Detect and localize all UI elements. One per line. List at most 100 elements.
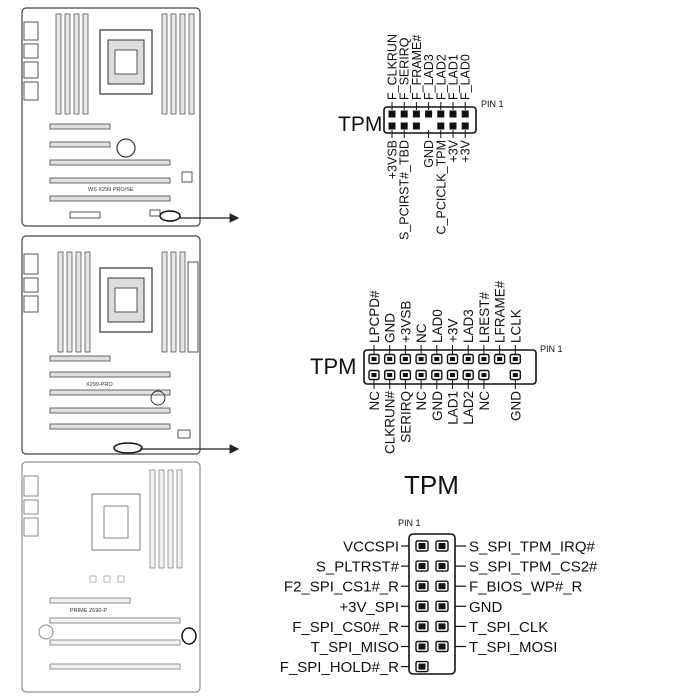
diagram-2-top-label: LPCPD#: [367, 290, 382, 343]
diagram-1-top-label: F_SERIRQ: [398, 37, 412, 100]
pin-core: [434, 357, 440, 361]
diagram-2-top-label: LFRAME#: [493, 280, 508, 343]
diagram-3-left-label: F_SPI_HOLD#_R: [280, 659, 399, 676]
diagram-3-left-label: T_SPI_MISO: [311, 639, 399, 656]
pin: [412, 122, 420, 130]
diagram-1-top-label: F_CLKRUN: [386, 34, 400, 100]
diagram-2-bottom-label: LAD2: [461, 391, 476, 425]
diagram-1-bottom-label: C_PCICLK_TPM: [434, 140, 448, 234]
pin-core: [418, 643, 426, 650]
pin-core: [418, 583, 426, 590]
diagram-1-bottom-label: +3VSB: [386, 140, 400, 179]
diagram-2-top-label: +3V: [446, 319, 461, 343]
diagram-3-left-label: S_PLTRST#: [316, 559, 400, 576]
diagram-1-top-label: F_LAD1: [447, 54, 461, 100]
diagram-3-left-label: F2_SPI_CS1#_R: [284, 579, 399, 596]
diagram-3-right-label: T_SPI_MOSI: [469, 639, 557, 656]
pin-core: [418, 663, 426, 670]
pin-core: [371, 373, 377, 377]
pin: [461, 110, 469, 118]
pin-core: [497, 357, 503, 361]
pin-core: [481, 357, 487, 361]
pin-core: [512, 357, 518, 361]
diagram-1-bottom-label: +3V: [459, 139, 473, 162]
pin-core: [450, 357, 455, 361]
pin-core: [371, 357, 377, 361]
pin-core: [450, 373, 455, 377]
board-1-model-label: WS X299 PRO/SE: [88, 187, 134, 193]
pin: [449, 122, 457, 130]
diagram-1-top-label: F_LAD0: [459, 54, 473, 100]
diagram-2-top-label: LCLK: [508, 309, 523, 343]
diagram-3-left-label: VCCSPI: [343, 539, 399, 556]
diagram-3-title: TPM: [404, 470, 459, 500]
pin-core: [438, 643, 446, 650]
diagram-3-right-label: GND: [469, 599, 503, 616]
pin-core: [418, 357, 424, 361]
diagram-2-top-label: NC: [414, 323, 429, 343]
pin: [449, 110, 457, 118]
motherboard-2: X299-PRO: [21, 235, 201, 455]
diagram-2-bottom-label: GND: [430, 391, 445, 421]
pin-core: [402, 373, 408, 377]
motherboard-3: PRIME Z690-P: [21, 461, 201, 693]
pin-core: [438, 583, 446, 590]
diagram-2-bottom-label: NC: [414, 391, 429, 411]
pin: [400, 110, 408, 118]
diagram-1-pin1-label: PIN 1: [481, 99, 504, 109]
pin-core: [438, 543, 446, 549]
diagram-2-bottom-label: SERIRQ: [398, 391, 413, 443]
tpm-header-diagram-3: TPM PIN 1 VCCSPI S_PLTRST# F2_SPI_CS1#_R +3…: [280, 470, 598, 676]
diagram-1-title: TPM: [338, 113, 382, 136]
tpm-header-diagram-1: TPM PIN 1 F_CLKRUNF_SERIRQF_FRAME#F_LAD3…: [338, 34, 504, 240]
pin-core: [418, 543, 426, 549]
diagram-3-pin1-label: PIN 1: [398, 518, 421, 528]
pin: [425, 110, 433, 118]
diagram-3-right-label: S_SPI_TPM_IRQ#: [469, 539, 596, 556]
pin: [388, 110, 396, 118]
pin-core: [465, 357, 471, 361]
pin: [437, 110, 445, 118]
pin-core: [387, 357, 393, 361]
board-3-model-label: PRIME Z690-P: [70, 608, 107, 614]
diagram-2-top-label: LAD0: [430, 309, 445, 343]
diagram-2-top-label: LREST#: [477, 291, 492, 343]
tpm-location-marker-2: [113, 442, 143, 454]
diagram-2-bottom-label: LAD1: [446, 391, 461, 425]
diagram-2-bottom-label: NC: [477, 391, 492, 411]
diagram-2-bottom-label: NC: [367, 391, 382, 411]
diagram-3-left-label: +3V_SPI: [339, 599, 399, 616]
diagram-1-bottom-label: S_PCIRST#_TBD: [398, 140, 412, 240]
board-2-model-label: X299-PRO: [86, 382, 113, 388]
diagram-1-top-label: F_LAD2: [434, 54, 448, 100]
pin: [388, 122, 396, 130]
diagram-2-pin1-label: PIN 1: [540, 344, 563, 354]
pin-core: [438, 603, 446, 610]
pin: [437, 122, 445, 130]
pin-core: [402, 357, 408, 361]
pin: [400, 122, 408, 130]
diagram-1-top-label: F_LAD3: [422, 54, 436, 100]
diagram-1-top-label: F_FRAME#: [410, 35, 424, 100]
diagram-2-bottom-label: CLKRUN#: [383, 391, 398, 455]
diagram-2-title: TPM: [310, 354, 356, 379]
pin-core: [418, 603, 426, 610]
diagram-2-top-label: LAD3: [461, 309, 476, 343]
diagram-3-right-label: T_SPI_CLK: [469, 619, 548, 636]
pin-core: [434, 373, 440, 377]
pin-core: [438, 563, 446, 570]
diagram-2-top-label: GND: [383, 313, 398, 343]
pin-core: [418, 623, 426, 630]
pin-core: [465, 373, 471, 377]
pin: [461, 122, 469, 130]
pin-core: [438, 623, 446, 630]
tpm-location-marker-3: [181, 627, 197, 645]
diagram-2-top-label: +3VSB: [398, 301, 413, 343]
diagram-3-right-label: S_SPI_TPM_CS2#: [469, 559, 598, 576]
motherboard-1: WS X299 PRO/SE: [21, 7, 201, 227]
pin-core: [387, 373, 393, 377]
diagram-3-left-label: F_SPI_CS0#_R: [292, 619, 399, 636]
diagram-2-bottom-label: GND: [508, 391, 523, 421]
diagram-1-bottom-label: +3V: [447, 139, 461, 162]
